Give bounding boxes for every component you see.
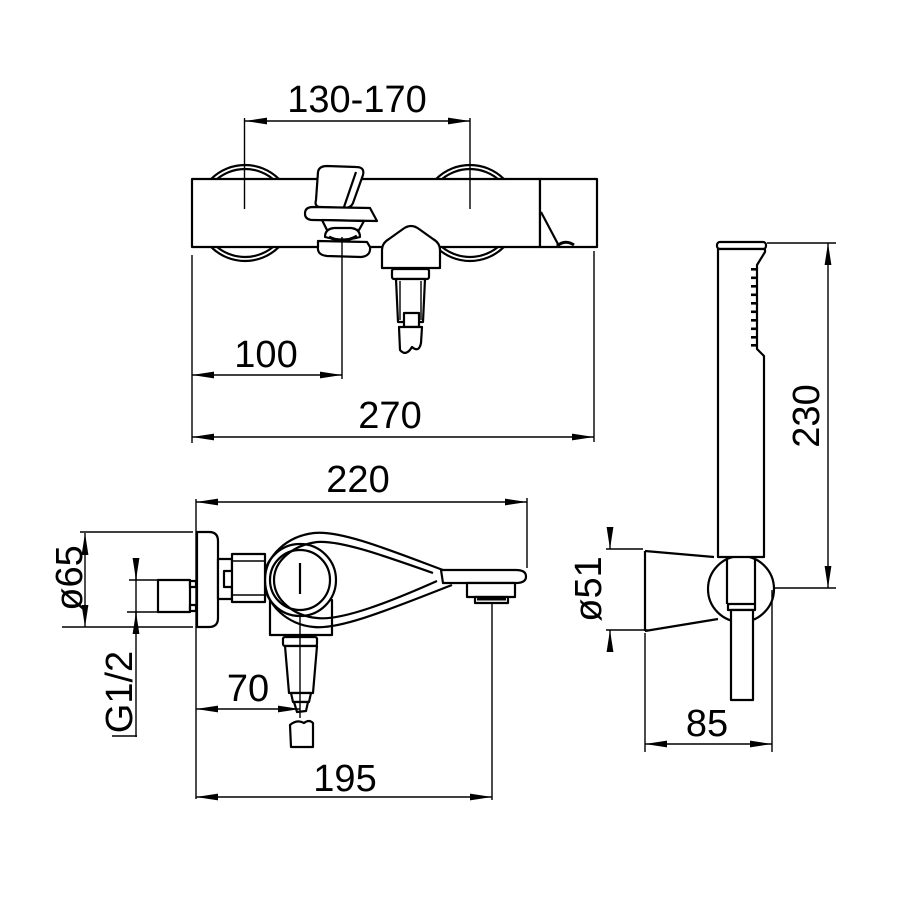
grip-lower bbox=[729, 608, 755, 702]
outlet-ring bbox=[390, 267, 431, 281]
dim-escutcheon-diameter: ø65 bbox=[49, 545, 91, 610]
dim-wand-length: 230 bbox=[786, 384, 828, 447]
loop-handle-inner bbox=[272, 540, 438, 620]
handle-base-plate bbox=[303, 205, 379, 223]
dim-thread: G1/2 bbox=[99, 651, 141, 733]
end-cap-edge-line bbox=[540, 211, 560, 247]
side-view bbox=[156, 530, 528, 749]
union-nut bbox=[230, 552, 267, 604]
handle-knob-fold-line bbox=[342, 171, 358, 208]
thread-mark bbox=[188, 603, 198, 613]
front-view bbox=[190, 118, 599, 379]
hose-fitting bbox=[288, 719, 315, 749]
spray-nozzles bbox=[751, 268, 756, 347]
outlet-dome bbox=[380, 224, 442, 270]
dim-spout-reach: 195 bbox=[313, 758, 376, 800]
front-view-dimensions: 130-170 100 270 bbox=[191, 79, 595, 443]
outlet-taper bbox=[283, 644, 319, 695]
outlet-notch bbox=[402, 311, 421, 329]
outlet-step bbox=[289, 691, 313, 704]
outlet-connector bbox=[394, 277, 427, 324]
handle-pivot-arc bbox=[328, 234, 358, 242]
hand-shower-wand bbox=[716, 247, 767, 559]
hand-shower-dimensions: 230 ø51 85 bbox=[568, 242, 836, 752]
mixer-body-end-cap bbox=[538, 177, 599, 249]
dim-outlet-offset: 70 bbox=[227, 668, 269, 710]
holder-cone-bottom bbox=[644, 617, 719, 633]
cartridge-cover-inner bbox=[268, 548, 332, 612]
escutcheon-side bbox=[195, 530, 220, 629]
holder-cone-top bbox=[644, 549, 715, 559]
hand-shower-view bbox=[643, 240, 776, 702]
dim-holder-diameter: ø51 bbox=[568, 556, 610, 621]
dim-mount-spacing: 130-170 bbox=[287, 79, 426, 121]
thread-mark bbox=[188, 579, 198, 589]
end-cap-detail-arc bbox=[556, 240, 575, 248]
dim-handle-offset: 100 bbox=[234, 334, 297, 376]
outlet-tip bbox=[292, 700, 310, 714]
dim-overall-width: 270 bbox=[358, 395, 421, 437]
dim-depth: 220 bbox=[326, 459, 389, 501]
handle-lower-body bbox=[316, 239, 372, 259]
thread-nipple bbox=[156, 578, 192, 614]
spout-outlet-block bbox=[465, 581, 517, 599]
dim-holder-depth: 85 bbox=[686, 703, 728, 745]
hose-stub bbox=[397, 325, 424, 354]
spout bbox=[439, 568, 528, 585]
side-view-dimensions: 220 ø65 G1/2 70 195 bbox=[49, 459, 528, 801]
